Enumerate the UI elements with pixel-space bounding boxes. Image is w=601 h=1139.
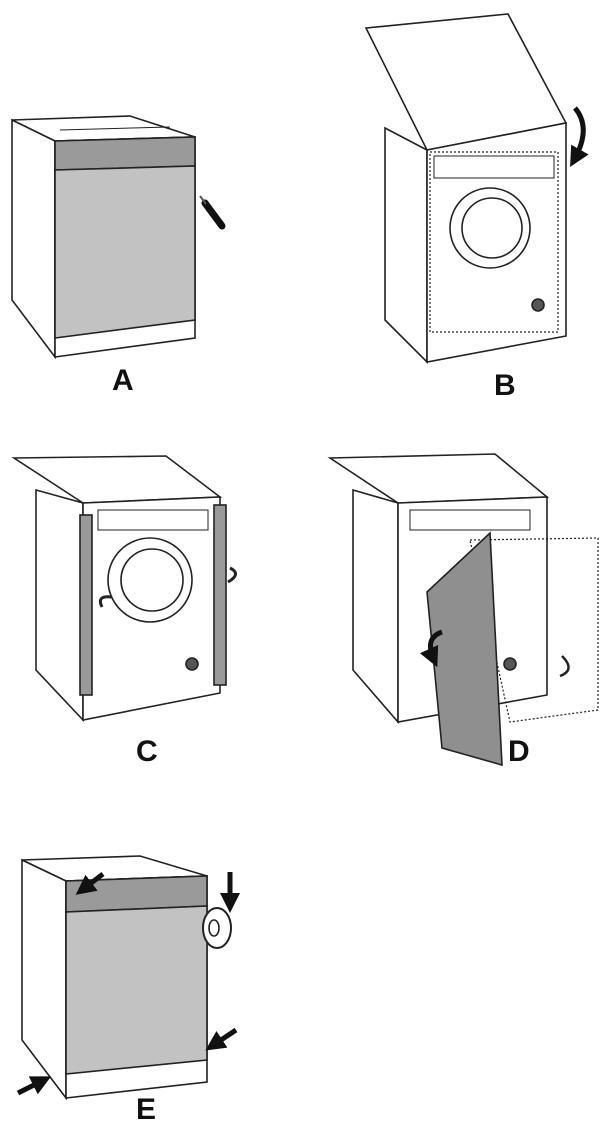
arrow-icon [16,1076,52,1096]
control-panel [97,509,209,531]
figure-c [11,455,237,723]
curl-arrow-icon [98,595,113,608]
control-panel [433,155,555,179]
dotted-panel-outline [469,537,599,723]
figure-e [16,855,240,1101]
screwdriver-icon [199,195,226,230]
figure-d [327,453,599,767]
cabinet-side [21,858,67,1101]
curl-arrow-icon [227,566,237,584]
figure-b [364,13,589,364]
front-panel [65,905,208,1075]
cabinet-side [11,118,56,360]
front-panel [54,165,196,339]
left-strip [79,514,93,696]
knob-icon [531,298,545,312]
step-label-c: C [136,735,158,768]
door-glass [461,197,523,259]
door-panel [426,531,503,767]
curl-arrow-icon [559,655,570,678]
cabinet-side [352,488,399,725]
arrow-icon [205,1027,238,1051]
rotate-arrow-icon [570,106,589,167]
door-glass [120,548,184,612]
arrow-icon [75,872,105,895]
right-strip [213,504,227,686]
figure-a [11,115,226,360]
step-label-d: D [508,735,530,768]
step-label-b: B [494,369,516,402]
step-label-e: E [136,1093,157,1126]
knob-icon [503,657,517,671]
cabinet-side [384,126,428,364]
step-label-a: A [112,364,134,397]
top-band [54,136,196,171]
cabinet-side [35,488,84,723]
knob-icon [185,657,199,671]
control-panel [409,509,531,531]
curl-arrow-icon [419,629,443,668]
tape-roll-icon [202,907,232,949]
